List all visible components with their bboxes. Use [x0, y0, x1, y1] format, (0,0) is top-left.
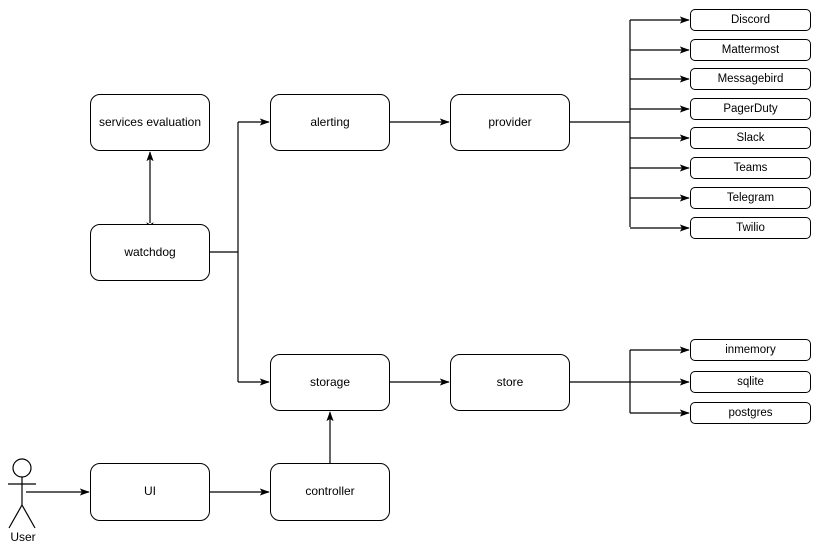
user-actor-label: User	[10, 530, 36, 544]
node-services-evaluation[interactable]: services evaluation	[90, 94, 210, 151]
node-ui[interactable]: UI	[90, 463, 210, 521]
user-actor-figure	[8, 458, 36, 529]
node-inmemory[interactable]: inmemory	[690, 339, 811, 361]
node-slack[interactable]: Slack	[690, 127, 811, 149]
node-messagebird[interactable]: Messagebird	[690, 68, 811, 90]
node-storage[interactable]: storage	[270, 354, 390, 411]
node-twilio[interactable]: Twilio	[690, 217, 811, 239]
node-alerting[interactable]: alerting	[270, 94, 390, 151]
node-controller[interactable]: controller	[270, 463, 390, 521]
node-teams[interactable]: Teams	[690, 157, 811, 179]
node-provider[interactable]: provider	[450, 94, 570, 151]
node-telegram[interactable]: Telegram	[690, 187, 811, 209]
node-watchdog[interactable]: watchdog	[90, 224, 210, 281]
node-pagerduty[interactable]: PagerDuty	[690, 98, 811, 120]
node-postgres[interactable]: postgres	[690, 402, 811, 424]
node-discord[interactable]: Discord	[690, 9, 811, 31]
node-sqlite[interactable]: sqlite	[690, 371, 811, 393]
node-store[interactable]: store	[450, 354, 570, 411]
node-mattermost[interactable]: Mattermost	[690, 39, 811, 61]
